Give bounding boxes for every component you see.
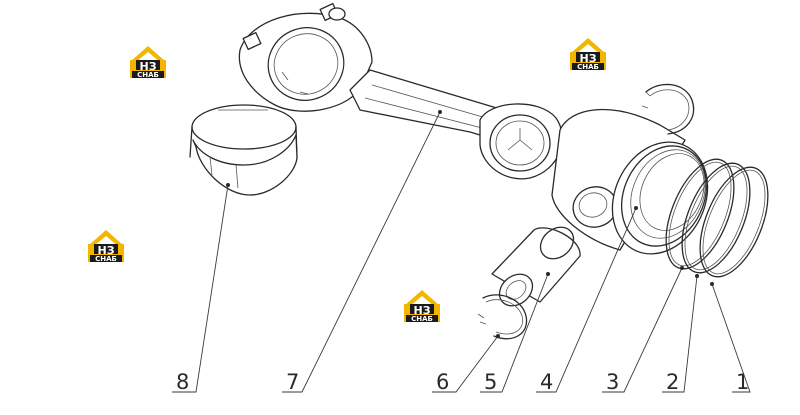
piston-pin <box>491 226 581 307</box>
leader-3 <box>602 267 683 393</box>
watermark-logo: НЗ СНАБ <box>88 230 124 263</box>
svg-text:СНАБ: СНАБ <box>411 315 433 323</box>
svg-text:СНАБ: СНАБ <box>137 71 159 79</box>
watermark-logo: НЗ СНАБ <box>130 46 166 79</box>
leader-6 <box>432 335 499 393</box>
leader-5 <box>480 273 549 393</box>
svg-text:НЗ: НЗ <box>579 52 596 65</box>
svg-text:СНАБ: СНАБ <box>577 63 599 71</box>
piston-rings <box>665 158 769 278</box>
callout-4: 4 <box>540 370 553 394</box>
svg-text:НЗ: НЗ <box>139 60 156 73</box>
connecting-rod <box>238 2 563 180</box>
svg-text:НЗ: НЗ <box>97 244 114 257</box>
callout-1: 1 <box>736 370 749 394</box>
leader-1 <box>711 283 751 393</box>
callout-6: 6 <box>436 370 449 394</box>
leader-8 <box>172 184 229 393</box>
upper-circlip <box>641 83 695 135</box>
callout-3: 3 <box>606 370 619 394</box>
callout-labels: 8 7 6 5 4 3 2 1 <box>176 370 749 394</box>
leader-4 <box>536 207 637 393</box>
watermark-logo: НЗ СНАБ <box>570 38 606 71</box>
callout-5: 5 <box>484 370 497 394</box>
leader-7 <box>282 111 441 393</box>
lower-circlip <box>477 294 528 340</box>
callout-8: 8 <box>176 370 189 394</box>
bearing-shells <box>189 104 298 196</box>
leader-lines <box>172 110 751 393</box>
watermark-logo: НЗ СНАБ <box>404 290 440 323</box>
leader-2 <box>662 275 698 393</box>
callout-7: 7 <box>286 370 299 394</box>
piston <box>551 108 709 255</box>
callout-2: 2 <box>666 370 679 394</box>
svg-text:НЗ: НЗ <box>413 304 430 317</box>
svg-text:СНАБ: СНАБ <box>95 255 117 263</box>
